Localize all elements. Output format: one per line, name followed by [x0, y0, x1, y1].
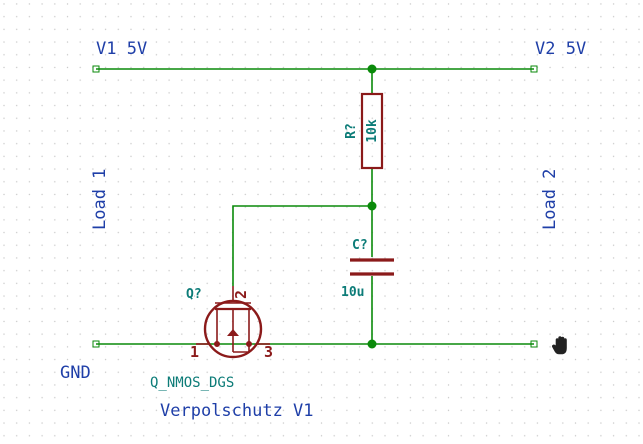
label-load1[interactable]: Load 1 — [90, 169, 110, 230]
wire-end-marker[interactable] — [530, 65, 538, 73]
junction-dot[interactable] — [367, 201, 377, 211]
junction-dot[interactable] — [367, 64, 377, 74]
mosfet-arrow — [227, 329, 239, 336]
resistor[interactable]: R? 10k — [344, 92, 384, 170]
hand-pointer-icon — [551, 336, 567, 355]
label-v1[interactable]: V1 5V — [96, 39, 147, 59]
mosfet-pin1-number: 1 — [190, 343, 199, 361]
wire-end-marker[interactable] — [92, 340, 100, 348]
title-text[interactable]: Verpolschutz V1 — [160, 401, 314, 421]
junction-dot[interactable] — [367, 339, 377, 349]
junctions — [367, 64, 377, 349]
capacitor-value: 10u — [341, 285, 364, 300]
mosfet-pin-dot — [246, 341, 252, 347]
mosfet-value: Q_NMOS_DGS — [150, 375, 234, 391]
mosfet-ref: Q? — [186, 287, 202, 302]
wire-gate[interactable] — [232, 205, 372, 286]
label-v2[interactable]: V2 5V — [535, 39, 586, 59]
mosfet-pin2-number: 2 — [232, 290, 250, 299]
mosfet-pin3-number: 3 — [264, 343, 273, 361]
resistor-value: 10k — [365, 119, 380, 143]
label-load2[interactable]: Load 2 — [540, 169, 560, 230]
capacitor-ref: C? — [352, 238, 368, 253]
wire-ends — [92, 65, 538, 348]
wire-end-marker[interactable] — [530, 340, 538, 348]
resistor-ref: R? — [344, 123, 359, 139]
wire-end-marker[interactable] — [92, 65, 100, 73]
label-gnd[interactable]: GND — [60, 363, 91, 383]
capacitor[interactable]: C? 10u — [341, 238, 394, 300]
mosfet[interactable] — [196, 286, 270, 359]
resistor-body[interactable] — [360, 92, 384, 170]
mosfet-pin-dot — [214, 341, 220, 347]
